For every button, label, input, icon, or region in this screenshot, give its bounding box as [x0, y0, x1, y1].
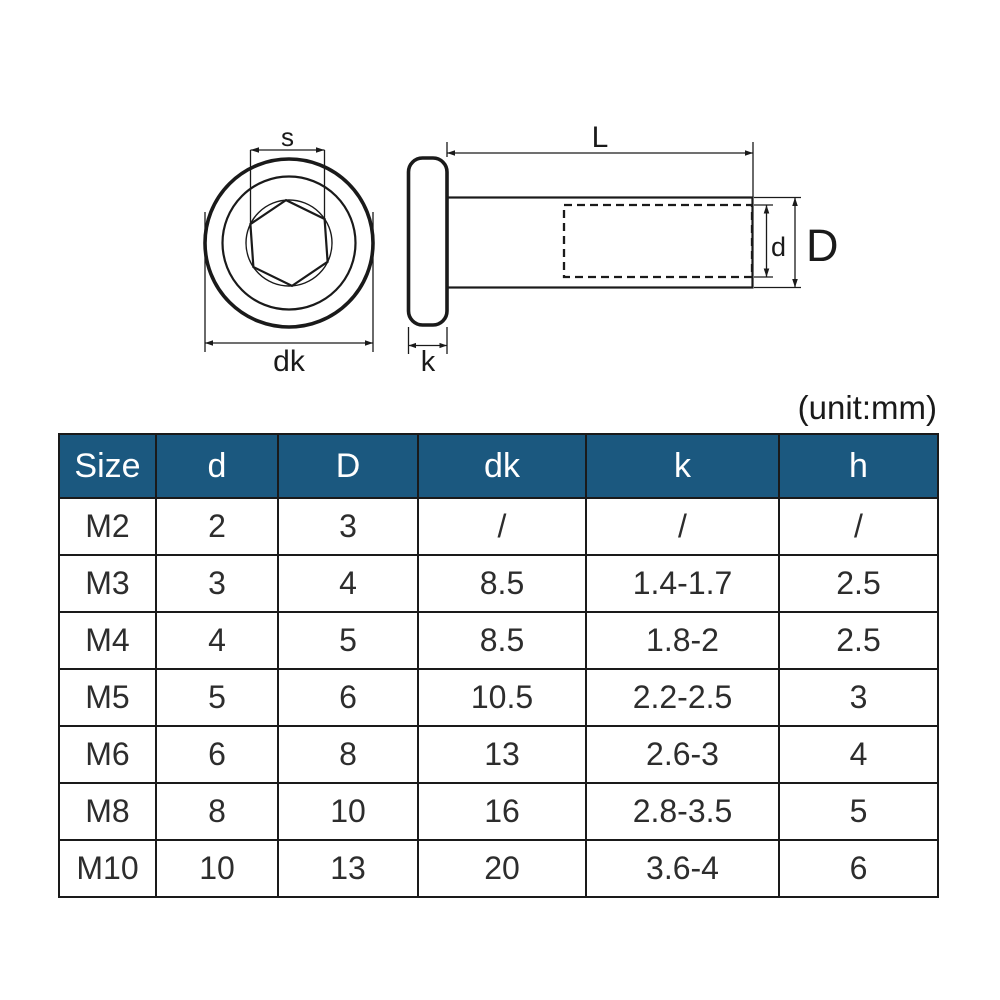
- front-view: s dk: [203, 122, 375, 378]
- dim-s: s: [249, 122, 326, 224]
- size-cell: M2: [58, 497, 157, 556]
- thread-zone: [562, 203, 754, 279]
- label-k: k: [421, 346, 436, 378]
- column-header: D: [277, 433, 419, 499]
- value-cell: 3: [778, 668, 939, 727]
- value-cell: 1.8-2: [585, 611, 780, 670]
- size-cell: M6: [58, 725, 157, 784]
- value-cell: 8: [155, 782, 279, 841]
- label-D: D: [806, 220, 839, 271]
- value-cell: 10: [277, 782, 419, 841]
- value-cell: 5: [778, 782, 939, 841]
- value-cell: 2.6-3: [585, 725, 780, 784]
- dim-d: d: [754, 204, 786, 278]
- column-header: d: [155, 433, 279, 499]
- value-cell: 13: [277, 839, 419, 898]
- value-cell: 3: [155, 554, 279, 613]
- value-cell: /: [778, 497, 939, 556]
- value-cell: 10.5: [417, 668, 587, 727]
- value-cell: 6: [277, 668, 419, 727]
- column-header: h: [778, 433, 939, 499]
- size-cell: M10: [58, 839, 157, 898]
- value-cell: 4: [155, 611, 279, 670]
- technical-drawing: s dk L: [203, 121, 839, 378]
- value-cell: 13: [417, 725, 587, 784]
- label-dk: dk: [273, 345, 306, 378]
- dim-D: D: [754, 196, 839, 289]
- column-header: Size: [58, 433, 157, 499]
- value-cell: 16: [417, 782, 587, 841]
- size-cell: M3: [58, 554, 157, 613]
- size-cell: M4: [58, 611, 157, 670]
- head-outer-circle: [203, 157, 375, 329]
- value-cell: 2.5: [778, 554, 939, 613]
- screw-shaft: [445, 196, 754, 289]
- value-cell: /: [417, 497, 587, 556]
- value-cell: 5: [277, 611, 419, 670]
- value-cell: 8: [277, 725, 419, 784]
- dim-k: k: [407, 327, 448, 378]
- unit-note: (unit:mm): [797, 389, 937, 426]
- label-s: s: [281, 122, 294, 152]
- value-cell: 2.2-2.5: [585, 668, 780, 727]
- value-cell: 6: [778, 839, 939, 898]
- size-cell: M5: [58, 668, 157, 727]
- screw-head-profile: [406, 156, 449, 327]
- dim-L: L: [446, 121, 754, 198]
- dim-dk: dk: [204, 212, 374, 378]
- column-header: dk: [417, 433, 587, 499]
- value-cell: 2.8-3.5: [585, 782, 780, 841]
- value-cell: 3.6-4: [585, 839, 780, 898]
- size-cell: M8: [58, 782, 157, 841]
- value-cell: 20: [417, 839, 587, 898]
- value-cell: 10: [155, 839, 279, 898]
- socket-circle: [245, 199, 333, 287]
- value-cell: 8.5: [417, 611, 587, 670]
- value-cell: 4: [778, 725, 939, 784]
- value-cell: 4: [277, 554, 419, 613]
- column-header: k: [585, 433, 780, 499]
- head-inner-circle: [221, 175, 357, 311]
- side-view: L k d: [406, 121, 839, 378]
- value-cell: 5: [155, 668, 279, 727]
- value-cell: 2.5: [778, 611, 939, 670]
- value-cell: /: [585, 497, 780, 556]
- value-cell: 1.4-1.7: [585, 554, 780, 613]
- value-cell: 6: [155, 725, 279, 784]
- label-d: d: [771, 232, 786, 262]
- value-cell: 8.5: [417, 554, 587, 613]
- value-cell: 2: [155, 497, 279, 556]
- label-L: L: [592, 121, 609, 154]
- value-cell: 3: [277, 497, 419, 556]
- hex-socket: [249, 198, 329, 288]
